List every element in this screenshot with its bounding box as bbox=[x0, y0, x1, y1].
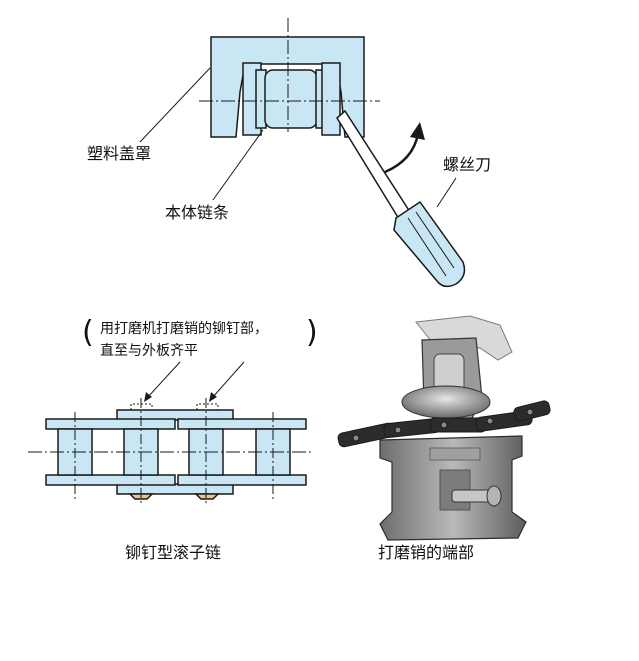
fixture-bolt-head bbox=[486, 485, 502, 507]
fixture-bolt bbox=[451, 489, 493, 503]
handle-groove bbox=[415, 211, 455, 269]
rivet-protrusion bbox=[196, 403, 219, 410]
label-riveted-chain: 铆钉型滚子链 bbox=[125, 543, 222, 562]
instruction-line-2: 直至与外板齐平 bbox=[100, 343, 198, 359]
inner-plate-bottom-right bbox=[177, 474, 307, 486]
label-plastic-cover: 塑料盖罩 bbox=[87, 144, 152, 163]
rivet-head bbox=[194, 493, 220, 500]
pointer-arrowhead bbox=[209, 392, 217, 402]
rotation-arrowhead bbox=[410, 122, 425, 140]
leader-screwdriver bbox=[436, 177, 457, 208]
leader-plastic-cover bbox=[139, 67, 211, 143]
grinding-photo bbox=[337, 315, 551, 541]
inner-plate-top-right bbox=[177, 418, 307, 430]
screwdriver bbox=[336, 109, 466, 288]
rotation-arrow bbox=[384, 133, 420, 174]
pointer-arrow bbox=[146, 361, 181, 399]
photo-chain bbox=[337, 400, 551, 448]
screwdriver-handle bbox=[393, 200, 466, 288]
label-grind-pin-end: 打磨销的端部 bbox=[378, 543, 475, 562]
inner-plate-bottom-left bbox=[45, 474, 176, 486]
riveted-chain-figure bbox=[28, 361, 312, 505]
roller bbox=[264, 69, 318, 129]
instruction-paren-open: ( bbox=[82, 315, 94, 350]
inner-plate-top-left bbox=[45, 418, 176, 430]
instruction-line-1: 用打磨机打磨销的铆钉部， bbox=[100, 321, 268, 337]
label-screwdriver: 螺丝刀 bbox=[443, 155, 492, 174]
cover-removal-figure bbox=[139, 18, 466, 288]
pointer-arrowhead bbox=[144, 392, 152, 402]
right-outer-plate bbox=[321, 62, 341, 136]
handle-groove bbox=[407, 217, 447, 277]
fixture-label-plate bbox=[429, 447, 481, 461]
pointer-arrow bbox=[211, 361, 245, 399]
grinding-disc bbox=[401, 385, 491, 419]
leader-chain-body bbox=[212, 129, 264, 201]
instruction-paren-close: ) bbox=[306, 315, 318, 350]
label-chain-body: 本体链条 bbox=[165, 203, 230, 222]
